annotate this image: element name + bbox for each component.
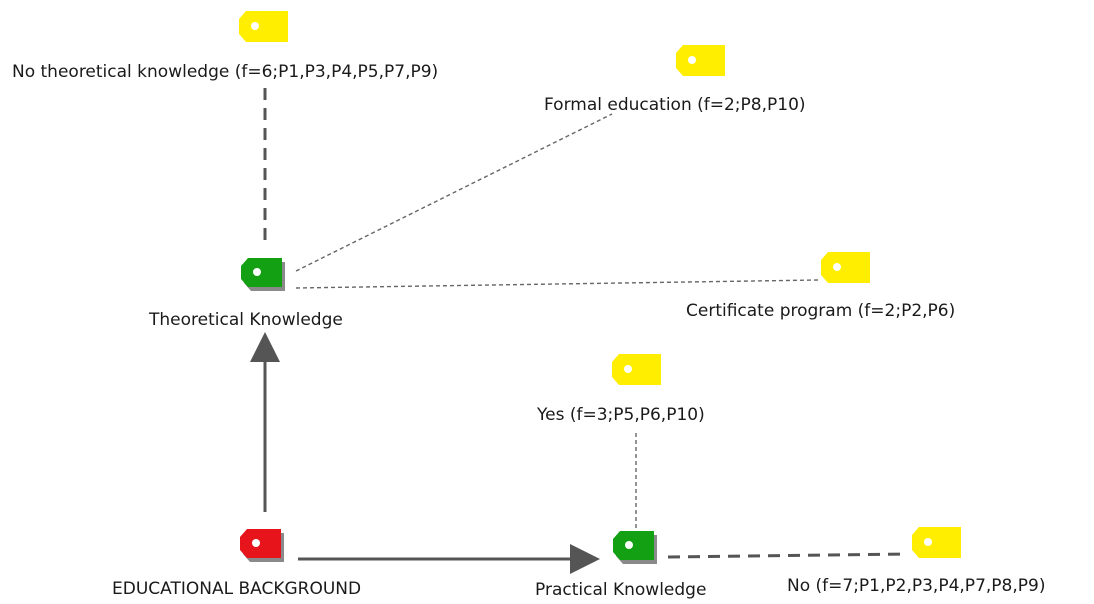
edge-theoretical-to-certificate — [295, 279, 819, 289]
yellow-tag-icon — [912, 527, 961, 558]
node-label-no: No (f=7;P1,P2,P3,P4,P7,P8,P9) — [787, 576, 1046, 596]
node-label-theoretical-knowledge: Theoretical Knowledge — [149, 310, 343, 330]
yellow-tag-icon — [239, 11, 288, 42]
node-label-no-theoretical: No theoretical knowledge (f=6;P1,P3,P4,P… — [12, 62, 439, 82]
green-tag-icon — [613, 531, 657, 564]
node-label-certificate-program: Certificate program (f=2;P2,P6) — [686, 301, 956, 321]
node-label-practical-knowledge: Practical Knowledge — [535, 580, 707, 600]
yellow-tag-icon — [676, 45, 725, 76]
node-label-formal-education: Formal education (f=2;P8,P10) — [544, 95, 806, 115]
yellow-tag-icon — [821, 252, 870, 283]
yellow-tag-icon — [612, 354, 661, 385]
node-label-educational-background: EDUCATIONAL BACKGROUND — [112, 579, 362, 599]
node-label-yes: Yes (f=3;P5,P6,P10) — [537, 405, 705, 425]
red-tag-icon — [240, 529, 284, 562]
green-tag-icon — [241, 258, 285, 291]
edge-theoretical-to-formal — [295, 113, 613, 272]
edge-practical-to-no — [667, 552, 907, 559]
